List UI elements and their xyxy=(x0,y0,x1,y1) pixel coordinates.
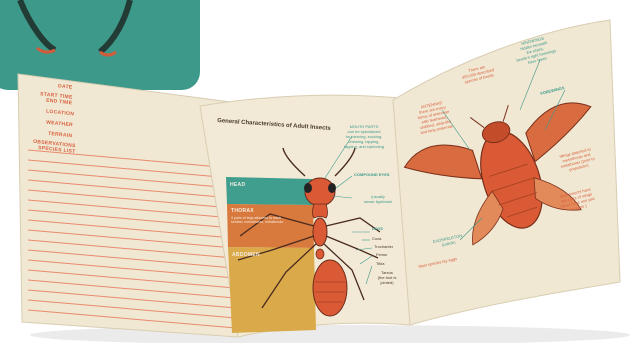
band-abdomen xyxy=(228,247,316,333)
callout-coxa: Coxa xyxy=(372,236,381,241)
callout-trochanter: Trochanter xyxy=(374,244,393,249)
callout-tibia: Tibia xyxy=(376,261,385,266)
band-thorax-label: THORAX xyxy=(231,208,254,214)
callout-compound-eyes: COMPOUND EYES xyxy=(354,172,390,177)
cover-insect-legs xyxy=(20,0,130,55)
callout-femur: Femur xyxy=(376,252,388,257)
band-abdomen-label: ABDOMEN xyxy=(232,252,260,258)
callout-mouth-parts: MOUTH PARTS can be specialized for pierc… xyxy=(338,124,390,149)
callout-legs: LEGS xyxy=(372,226,383,231)
callout-compound-eyes-desc: (usually sense light/dark xyxy=(358,194,398,204)
band-thorax-description: 3 pairs of legs attached to each section… xyxy=(231,216,291,224)
band-head-label: HEAD xyxy=(230,182,245,188)
callout-tarsus: Tarsus (the foot is jointed) xyxy=(372,270,402,285)
